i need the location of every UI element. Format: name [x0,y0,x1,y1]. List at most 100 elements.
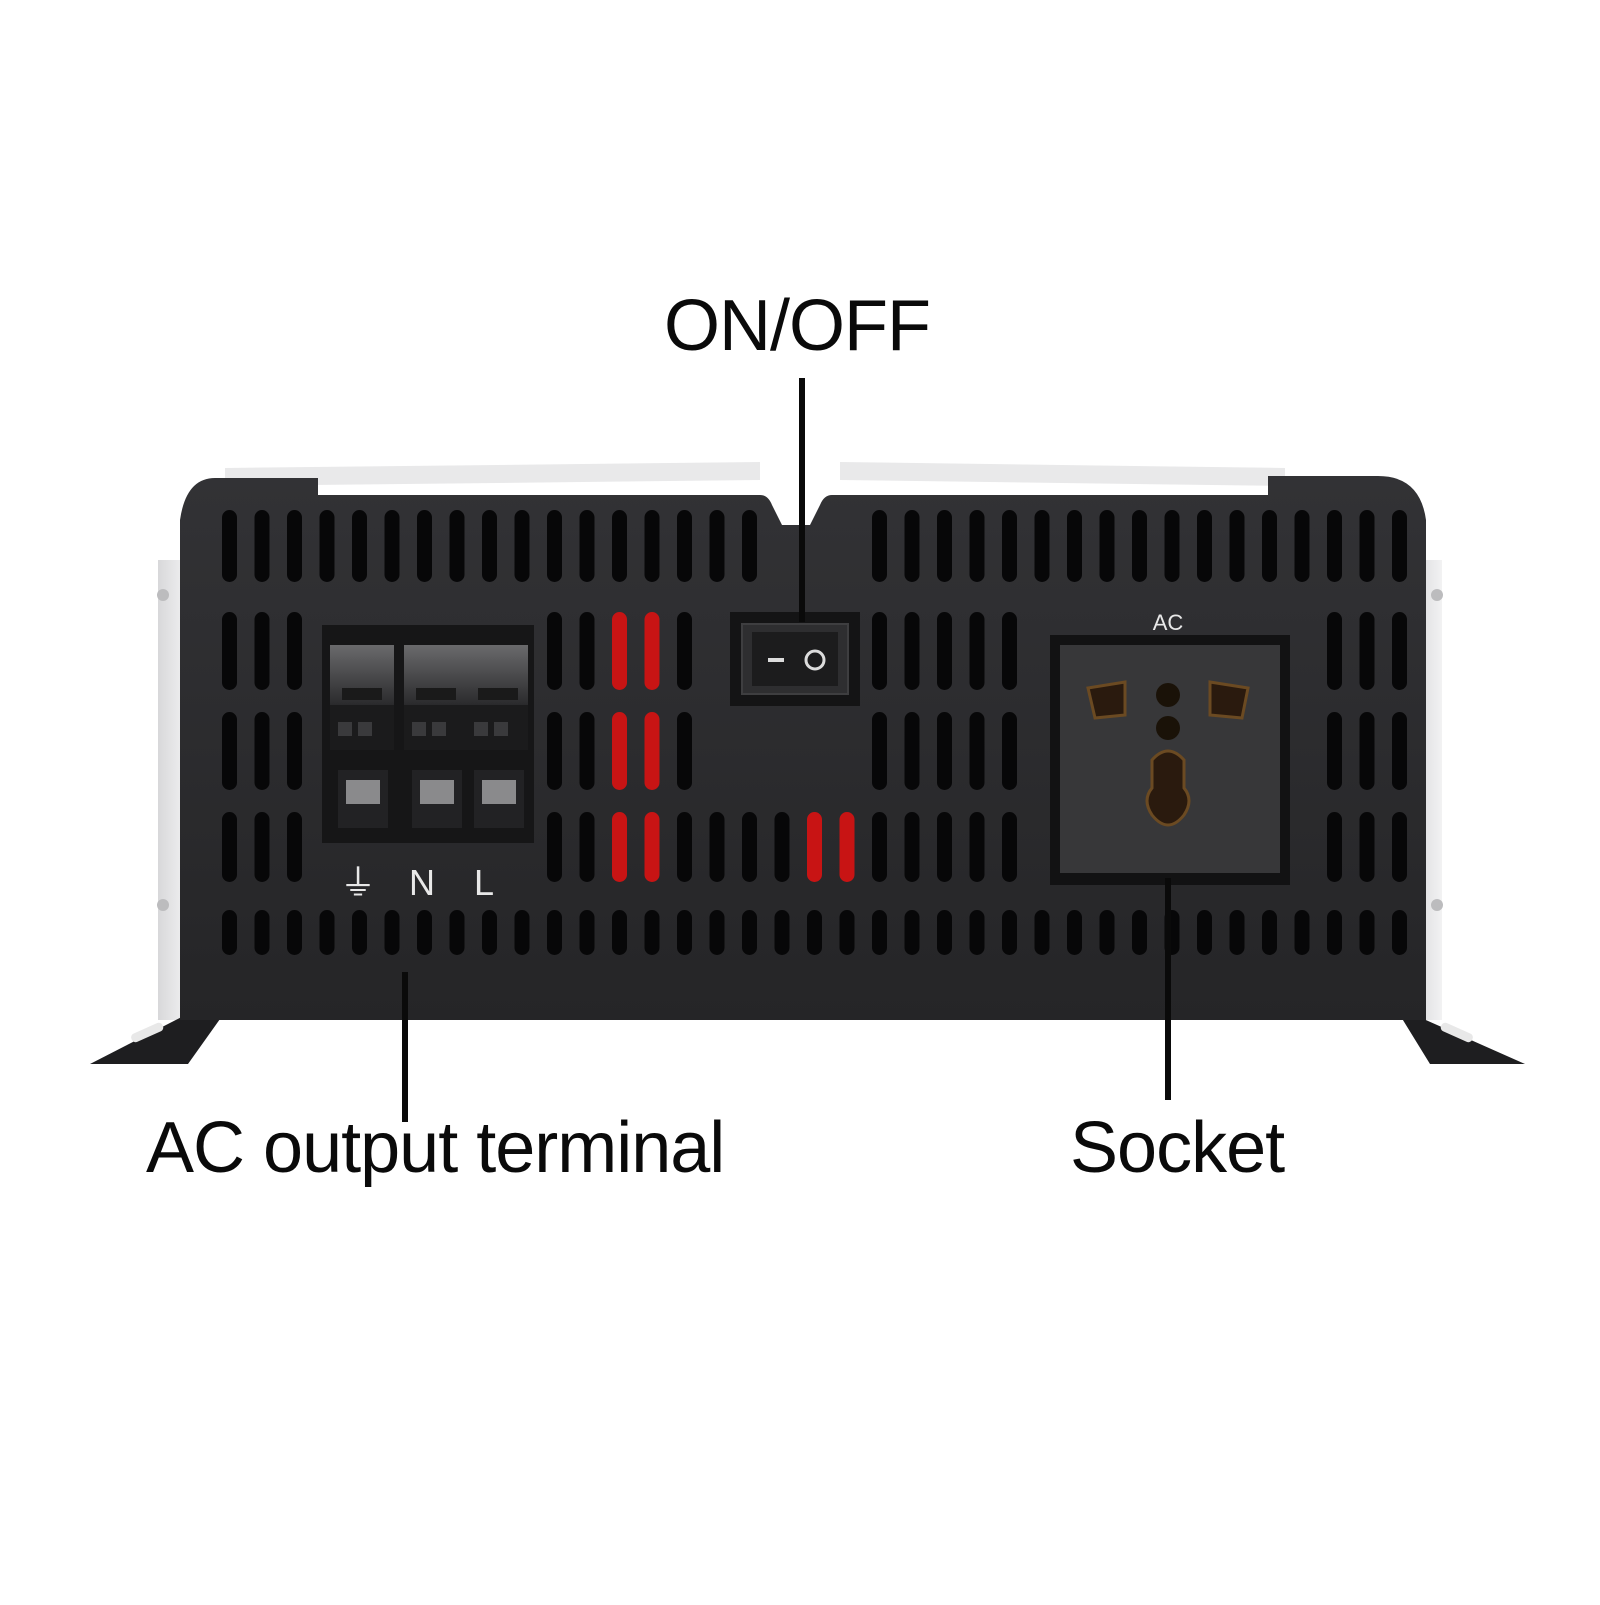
vent-slot [254,510,270,582]
vent-slot [904,510,920,582]
vent-slot [709,510,725,582]
callout-socket: Socket [1070,1108,1285,1188]
vent-slot [839,812,855,882]
terminal-labels: ⏚ N L [340,862,494,903]
vent-slot [839,910,855,955]
ventilation-grille [222,510,1407,955]
terminal-label-l: L [474,862,494,903]
right-foot-slot [1440,1022,1473,1043]
vent-slot [742,510,757,582]
vent-slot [969,712,985,790]
vent-slot [222,812,237,882]
vent-slot [222,712,237,790]
top-edge-right [840,462,1285,486]
vent-slot [612,712,627,790]
vent-slot [1002,910,1017,955]
vent-slot [547,812,562,882]
vent-slot [1002,812,1017,882]
vent-slot [1262,910,1277,955]
vent-slot [254,612,270,690]
vent-slot [1359,612,1375,690]
socket-middle-hole [1156,716,1180,740]
vent-slot [904,910,920,955]
vent-slot [287,612,302,690]
vent-slot [937,910,952,955]
vent-slot [644,812,660,882]
vent-slot [1392,510,1407,582]
vent-slot [1392,712,1407,790]
vent-slot [904,712,920,790]
vent-slot [449,510,465,582]
vent-slot [872,910,887,955]
vent-slot [937,510,952,582]
vent-slot [969,910,985,955]
universal-socket-icon[interactable]: AC [1050,610,1290,885]
vent-slot [1327,910,1342,955]
vent-slot [807,812,822,882]
vent-slot [1294,910,1310,955]
vent-slot [417,510,432,582]
vent-slot [579,712,595,790]
vent-slot [969,510,985,582]
vent-slot [579,510,595,582]
vent-slot [1197,910,1212,955]
vent-slot [287,712,302,790]
vent-slot [1294,510,1310,582]
vent-slot [352,910,367,955]
terminal-label-n: N [409,862,435,903]
top-edge-left [225,462,760,486]
vent-slot [1067,510,1082,582]
vent-slot [1392,612,1407,690]
left-screw-bottom [157,899,169,911]
vent-slot [742,812,757,882]
socket-right-slot [1208,680,1250,720]
socket-left-slot [1086,680,1127,720]
vent-slot [222,612,237,690]
vent-slot [1002,612,1017,690]
vent-slot [612,812,627,882]
callout-ac-output-terminal: AC output terminal [146,1108,725,1188]
vent-slot [579,812,595,882]
terminal-line [466,645,528,828]
vent-slot [579,612,595,690]
vent-slot [937,812,952,882]
vent-slot [1327,510,1342,582]
vent-slot [644,510,660,582]
vent-slot [774,910,790,955]
socket-bottom-slot [1145,749,1191,827]
vent-slot [1392,910,1407,955]
vent-slot [514,910,530,955]
vent-slot [384,510,400,582]
vent-slot [449,910,465,955]
vent-slot [904,812,920,882]
vent-slot [547,612,562,690]
vent-slot [287,510,302,582]
switch-off-mark [804,649,826,671]
vent-slot [677,910,692,955]
vent-slot [709,910,725,955]
vent-slot [1359,910,1375,955]
vent-slot [254,712,270,790]
rocker-switch-icon[interactable] [730,612,860,706]
vent-slot [1359,812,1375,882]
left-foot-slot [131,1022,164,1043]
vent-slot [937,712,952,790]
vent-slot [1327,712,1342,790]
vent-slot [742,910,757,955]
terminal-neutral [404,645,468,828]
vent-slot [1229,910,1245,955]
vent-slot [807,910,822,955]
vent-slot [1034,910,1050,955]
vent-slot [612,612,627,690]
vent-slot [969,612,985,690]
vent-slot [644,712,660,790]
vent-slot [1197,510,1212,582]
ground-symbol-icon: ⏚ [340,862,376,903]
vent-slot [579,910,595,955]
vent-slot [222,910,237,955]
vent-slot [612,510,627,582]
vent-slot [677,712,692,790]
vent-slot [287,910,302,955]
vent-slot [1392,812,1407,882]
